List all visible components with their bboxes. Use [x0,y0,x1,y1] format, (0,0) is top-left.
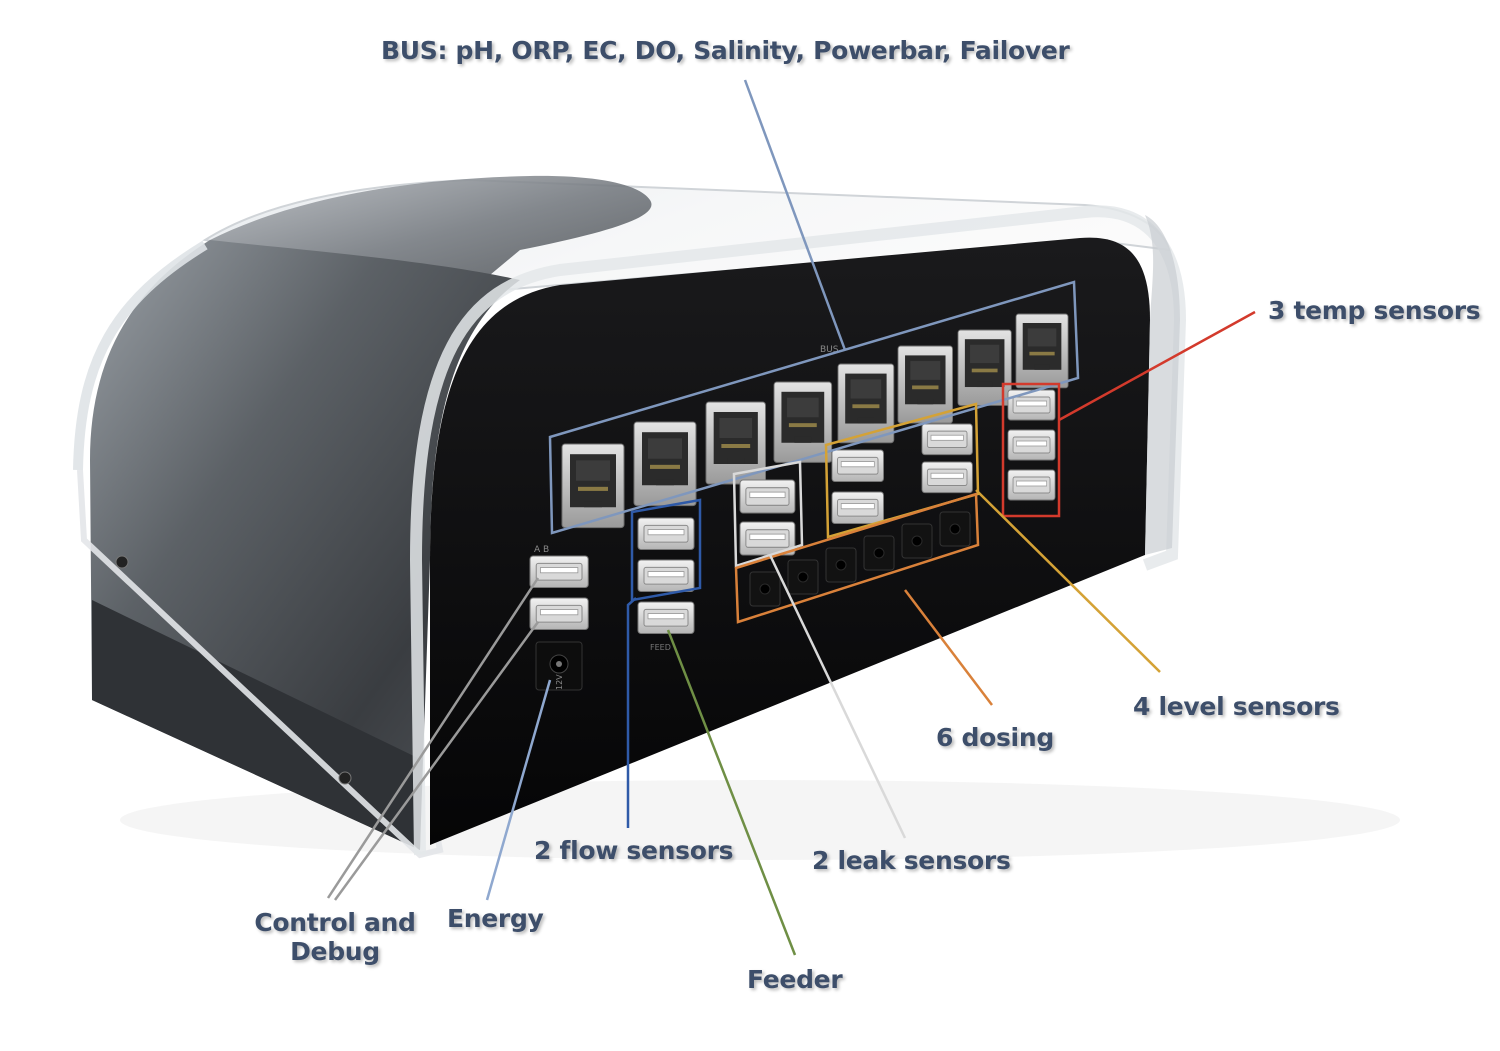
temp-highlight-box [1001,382,1061,518]
rj45-port [773,381,833,463]
device-body [73,175,1400,860]
leak-sensors-label: 2 leak sensors [812,846,1011,875]
temp-usb-port [1007,469,1056,501]
usb-ports: FEED A B [529,389,1056,652]
level-sensors-label: 4 level sensors [1133,692,1340,721]
panel-bus-text: BUS [820,345,839,355]
control-debug-label-line2: Debug [290,937,380,966]
level-highlight-box [824,402,980,539]
dosing-jack [787,559,819,595]
callout-lines [326,79,1256,956]
energy-label: Energy [447,904,544,933]
feeder-label: Feeder [747,965,843,994]
leak-usb-port [739,479,796,514]
dosing-highlight-box [734,492,980,624]
dosing-jack [863,535,895,571]
flow-usb-port [637,559,695,593]
level-usb-port [831,449,885,483]
level-usb-port [831,491,885,525]
leak-highlight-box [732,460,804,568]
control-usb-port [529,597,589,631]
feeder-callout-line [666,629,797,956]
temp-usb-port [1007,389,1056,421]
level-usb-port [921,461,973,494]
dosing-jack [939,511,971,547]
temp-callout-line [1058,310,1256,422]
dosing-callout-line [904,589,993,706]
panel-ab-text: A B [534,545,549,555]
temp-sensors-label: 3 temp sensors [1268,296,1481,325]
flow-highlight-box [630,498,702,602]
dosing-jack [901,523,933,559]
panel-12v-text: 12V [555,674,564,690]
bus-label: BUS: pH, ORP, EC, DO, Salinity, Powerbar… [381,36,1070,65]
bus-callout-line [743,79,847,351]
flow-sensors-label: 2 flow sensors [534,836,734,865]
dosing-jack [825,547,857,583]
energy-callout-line [485,679,552,901]
control-debug-label: Control and Debug [250,908,420,966]
flow-usb-port [637,517,695,551]
level-callout-line [975,489,1161,673]
temp-usb-port [1007,429,1056,461]
flow-callout-line [626,597,637,828]
level-usb-port [921,423,973,456]
rj45-port [1015,313,1069,389]
rj45-port [837,363,895,444]
control-debug-label-line1: Control and [254,908,416,937]
leak-callout-line [768,554,907,839]
feeder-usb-port [637,601,695,635]
control-usb-port [529,555,589,589]
control-callout-line-1 [326,577,540,899]
bus-rj45-ports: BUS [561,313,1069,529]
power-jack: 12V [535,641,583,691]
bus-highlight-box [548,280,1080,535]
dosing-jack [749,571,781,607]
highlight-boxes [548,280,1080,624]
panel-feed-text: FEED [650,643,671,652]
control-callout-line-2 [333,621,540,901]
dosing-label: 6 dosing [936,723,1054,752]
